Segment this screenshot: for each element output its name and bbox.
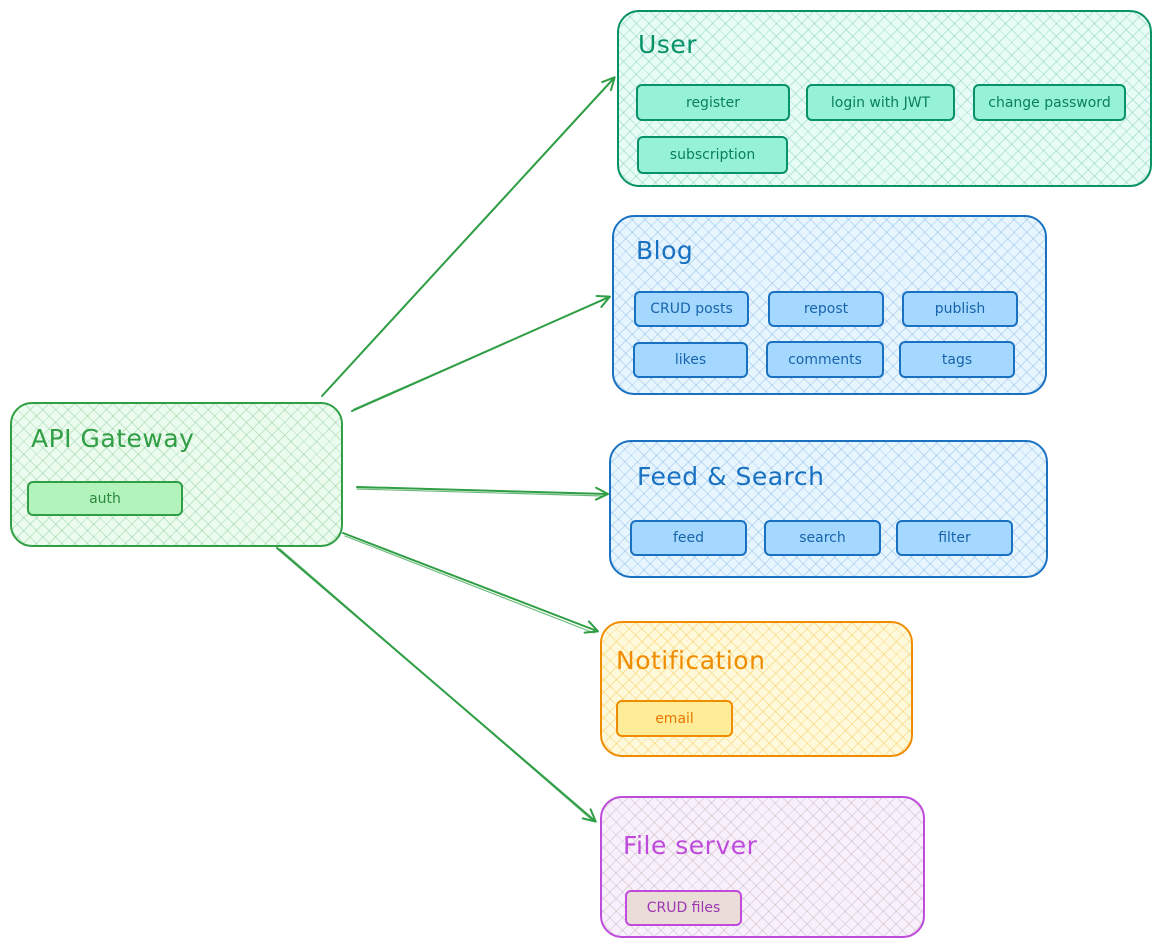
comments-chip: comments [766, 341, 884, 378]
api-gateway-title: API Gateway [31, 424, 195, 453]
feed-search-service-title: Feed & Search [637, 462, 825, 491]
search-chip: search [764, 520, 881, 556]
notification-service-box: Notification email [600, 621, 913, 757]
arrow-gateway-to-file-server [276, 547, 597, 823]
register-chip: register [636, 84, 790, 121]
arrow-gateway-to-blog [351, 294, 611, 412]
crud-files-chip: CRUD files [625, 890, 742, 926]
arrow-gateway-to-feed-search [356, 486, 609, 501]
likes-chip: likes [633, 342, 748, 378]
auth-chip: auth [27, 481, 183, 516]
login-with-jwt-chip: login with JWT [806, 84, 955, 121]
blog-service-title: Blog [636, 236, 694, 265]
repost-chip: repost [768, 291, 884, 327]
blog-service-box: Blog CRUD posts repost publish likes com… [612, 215, 1047, 395]
file-server-box: File server CRUD files [600, 796, 925, 938]
feed-chip: feed [630, 520, 747, 556]
crud-posts-chip: CRUD posts [634, 291, 749, 327]
api-gateway-box: API Gateway auth [10, 402, 343, 547]
user-service-title: User [638, 30, 697, 59]
filter-chip: filter [896, 520, 1013, 556]
notification-service-title: Notification [616, 646, 766, 675]
arrow-gateway-to-notification [342, 532, 599, 634]
user-service-box: User register login with JWT change pass… [617, 10, 1152, 187]
feed-search-service-box: Feed & Search feed search filter [609, 440, 1048, 578]
publish-chip: publish [902, 291, 1018, 327]
subscription-chip: subscription [637, 136, 788, 174]
change-password-chip: change password [973, 84, 1126, 121]
email-chip: email [616, 700, 733, 737]
arrow-gateway-to-user [321, 76, 616, 397]
tags-chip: tags [899, 341, 1015, 378]
file-server-title: File server [623, 831, 758, 860]
